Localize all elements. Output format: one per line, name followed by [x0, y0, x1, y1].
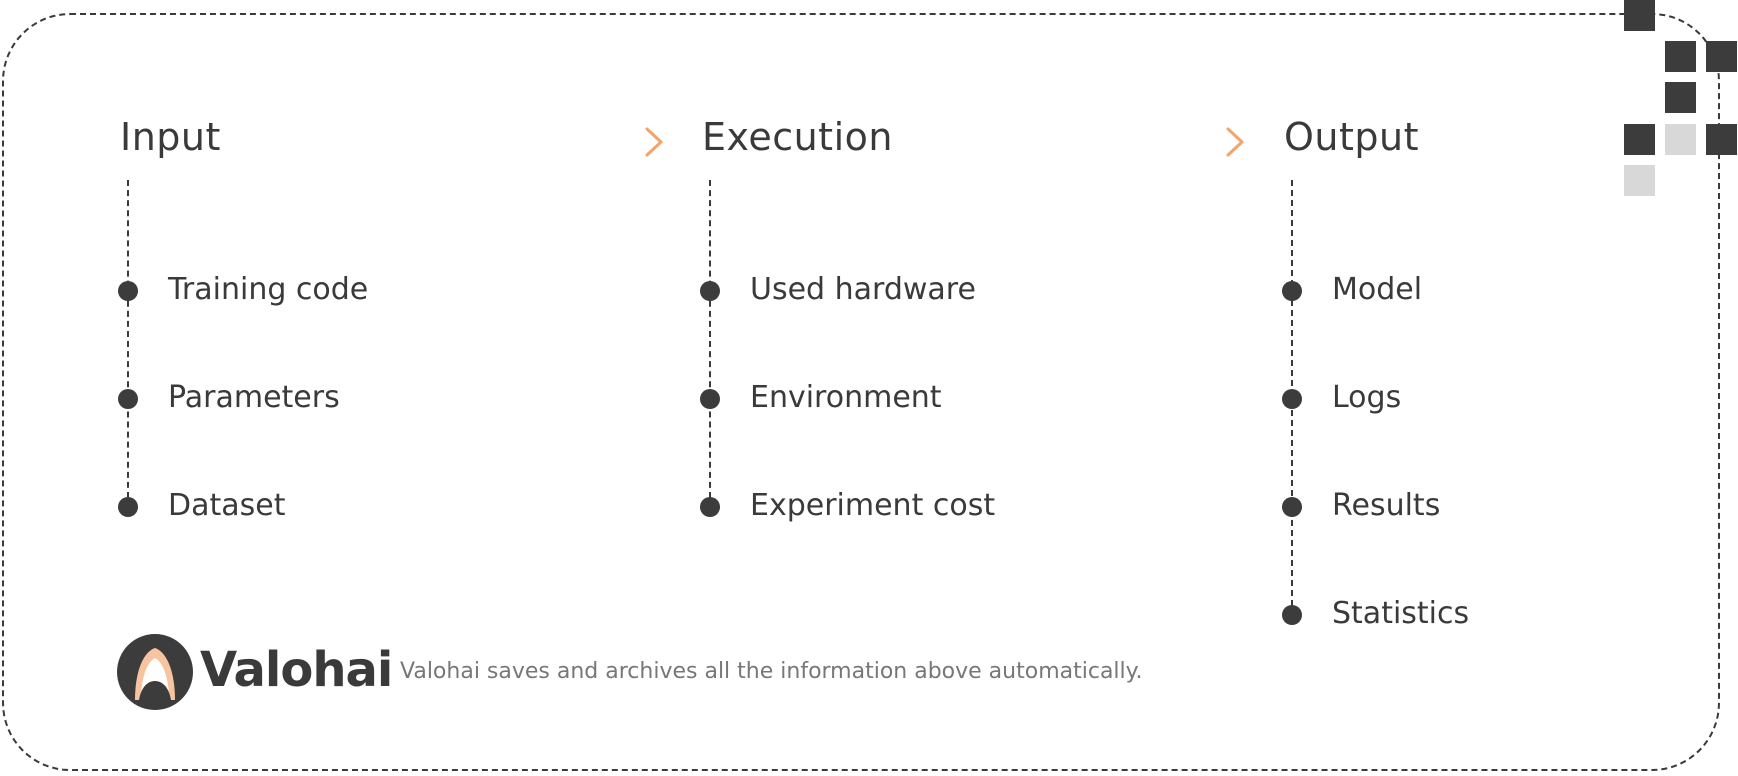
bullet-dot — [1282, 389, 1302, 409]
list-item: Environment — [750, 380, 942, 415]
list-item: Results — [1332, 488, 1441, 523]
list-item: Parameters — [168, 380, 340, 415]
diagram-frame — [2, 13, 1720, 771]
bullet-dot — [118, 389, 138, 409]
bullet-dot — [700, 389, 720, 409]
valohai-logo-icon — [117, 634, 193, 710]
timeline-line — [127, 180, 129, 508]
bullet-dot — [118, 497, 138, 517]
flow-arrow-icon — [1006, 127, 1244, 157]
list-item: Used hardware — [750, 272, 976, 307]
bullet-dot — [700, 497, 720, 517]
bullet-dot — [1282, 281, 1302, 301]
footer-note: Valohai saves and archives all the infor… — [400, 659, 1143, 684]
bullet-dot — [700, 281, 720, 301]
column-heading-output: Output — [1284, 115, 1419, 159]
list-item: Training code — [168, 272, 369, 307]
list-item: Dataset — [168, 488, 286, 523]
column-heading-execution: Execution — [702, 115, 893, 159]
bullet-dot — [1282, 605, 1302, 625]
list-item: Logs — [1332, 380, 1402, 415]
column-heading-input: Input — [120, 115, 221, 159]
brand-name: Valohai — [200, 642, 393, 698]
list-item: Model — [1332, 272, 1423, 307]
bullet-dot — [1282, 497, 1302, 517]
timeline-line — [709, 180, 711, 508]
list-item: Experiment cost — [750, 488, 996, 523]
flow-arrow-icon — [425, 127, 663, 157]
bullet-dot — [118, 281, 138, 301]
list-item: Statistics — [1332, 596, 1470, 631]
